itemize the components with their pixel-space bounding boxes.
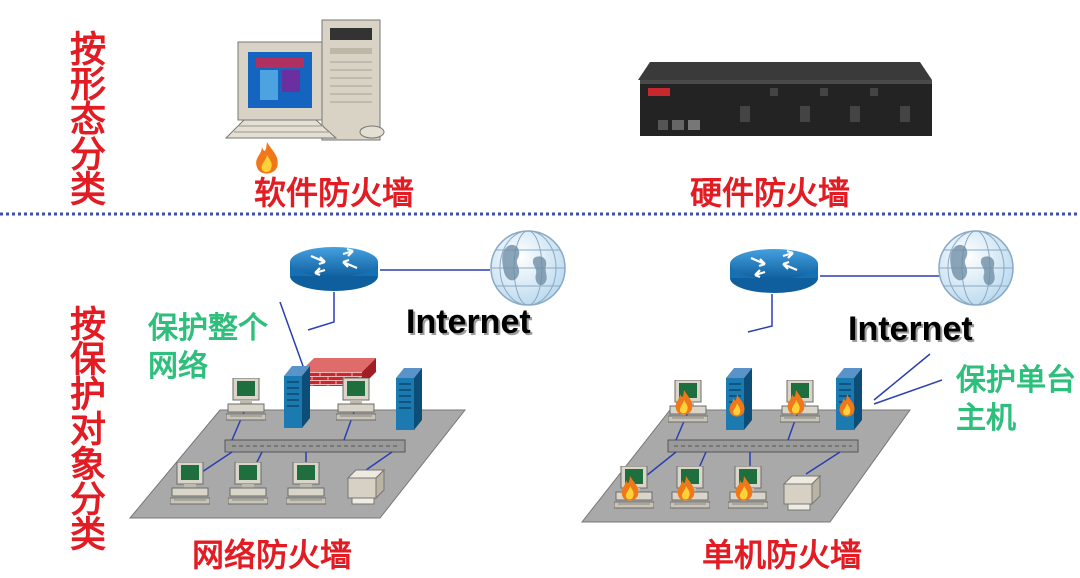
section-label-by-target: 按保护对象分类 — [64, 305, 105, 550]
hub — [667, 439, 859, 453]
host-firewall-diagram — [580, 230, 1014, 523]
host-firewall-label: 单机防火墙 — [702, 536, 863, 574]
router-icon — [728, 248, 820, 294]
internet-label: Internet — [848, 310, 973, 348]
globe-icon — [490, 230, 566, 306]
globe-icon — [938, 230, 1014, 306]
hardware-firewall-appliance-icon — [638, 62, 932, 136]
hub — [224, 439, 406, 453]
software-firewall-pc-icon — [224, 19, 385, 141]
host-scope-label: 保护单台主机 — [956, 362, 1076, 438]
internet-label: Internet — [406, 303, 531, 341]
network-firewall-diagram — [128, 230, 566, 519]
section-label-by-form: 按形态分类 — [64, 30, 105, 205]
network-scope-text: 保护整个网络 — [148, 311, 268, 384]
software-firewall-label: 软件防火墙 — [254, 174, 415, 212]
router-icon — [288, 246, 380, 292]
network-scope-label: 保护整个网络 — [148, 310, 268, 386]
server-icon — [284, 366, 310, 428]
network-firewall-label: 网络防火墙 — [192, 536, 353, 574]
hardware-firewall-label: 硬件防火墙 — [690, 174, 851, 212]
server-icon — [396, 368, 422, 430]
host-scope-text: 保护单台主机 — [956, 363, 1076, 436]
